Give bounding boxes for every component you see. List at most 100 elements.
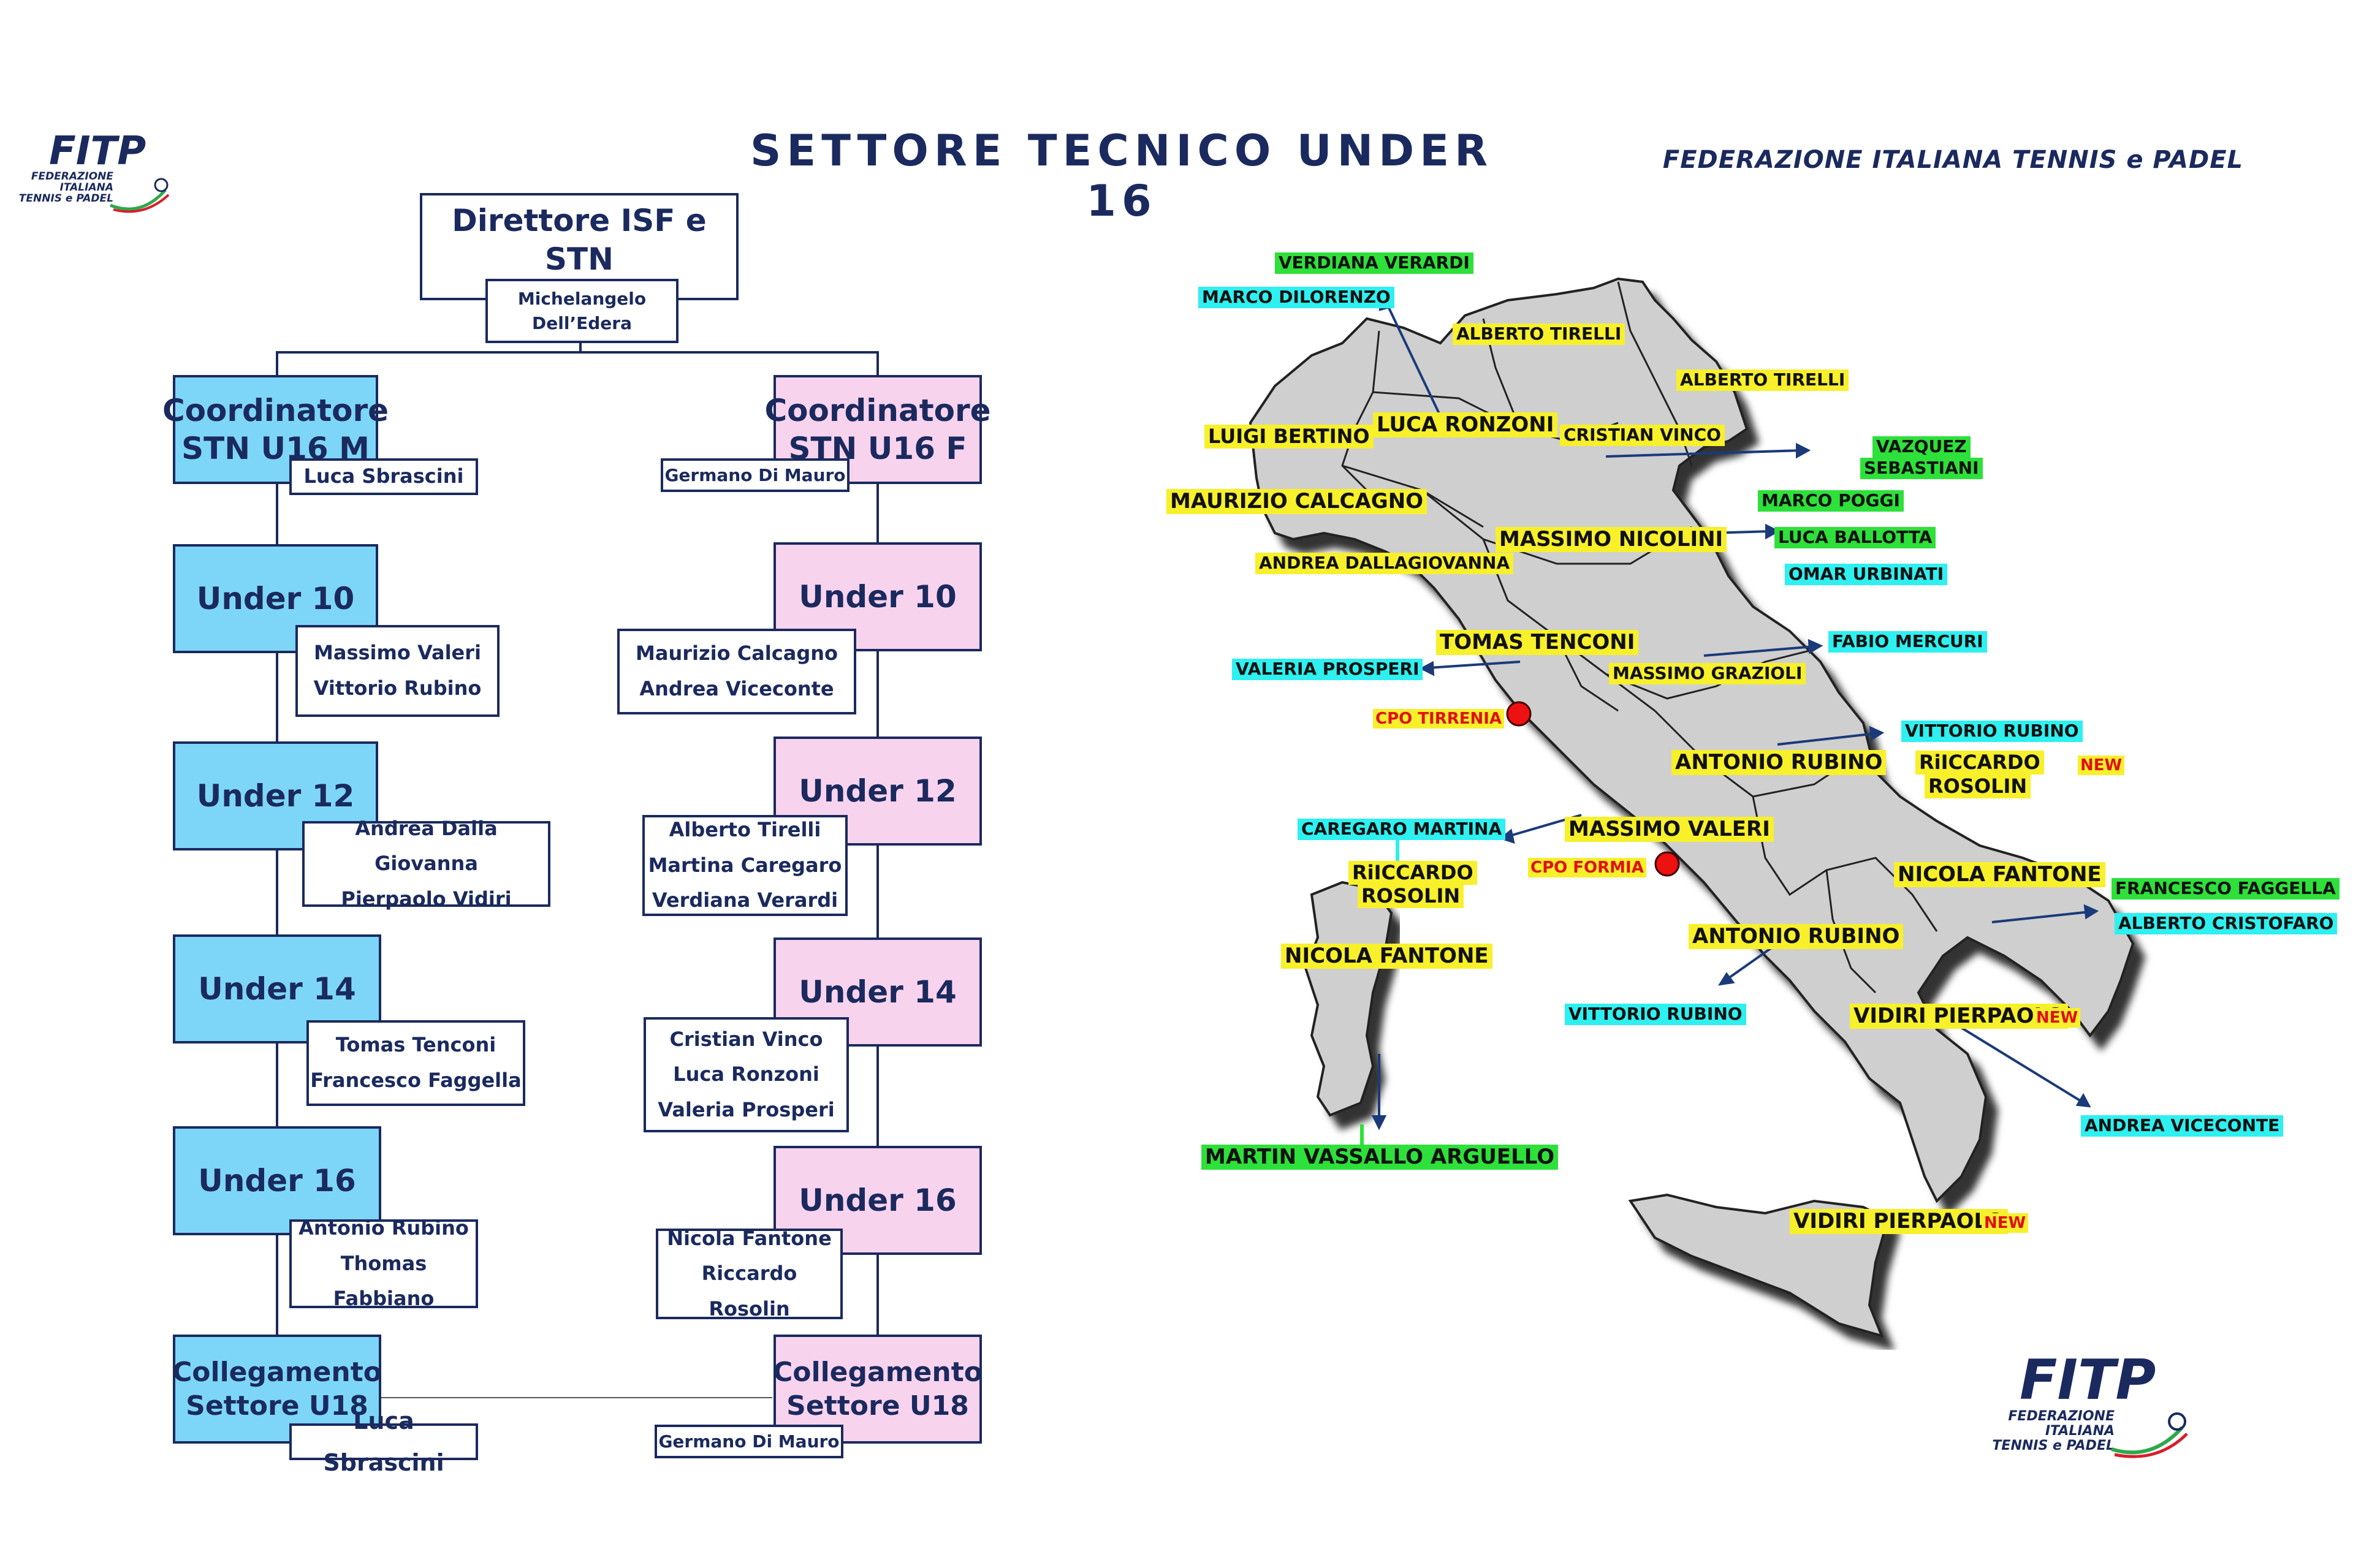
male-u16-names: Antonio Rubino Thomas Fabbiano (289, 1216, 478, 1310)
male-link-line2: Settore U18 (186, 1390, 368, 1422)
map-label: LUCA BALLOTTA (1774, 527, 1936, 548)
map-label: NICOLA FANTONE (1894, 862, 2105, 888)
director-name-line1: Michelangelo (517, 289, 647, 309)
fitp-logo-bottom: FITP FEDERAZIONE ITALIANA TENNIS e PADEL (1961, 1348, 2194, 1458)
logo-line2: ITALIANA (59, 181, 113, 194)
italy-mainland (1249, 277, 2135, 1203)
logo-mark-bottom: FITP (2020, 1348, 2156, 1412)
coach-name: Nicola Fantone (667, 1226, 832, 1250)
coach-name: Martina Caregaro (648, 853, 842, 877)
tennis-swoosh-icon (110, 178, 170, 213)
map-label: SEBASTIANI (1860, 458, 1983, 479)
map-label: MASSIMO NICOLINI (1496, 527, 1727, 553)
map-label: FABIO MERCURI (1828, 631, 1987, 653)
new-badge: NEW (2034, 1008, 2081, 1028)
director-name-line2: Dell’Edera (532, 312, 632, 333)
connector (380, 1397, 772, 1398)
coach-name: Maurizio Calcagno (636, 642, 838, 665)
cpo-label: CPO FORMIA (1528, 858, 1646, 877)
logo-line2-bottom: ITALIANA (2045, 1423, 2115, 1439)
map-label: ROSOLIN (1358, 884, 1464, 909)
map-label: VITTORIO RUBINO (1901, 721, 2083, 742)
coordinator-f-name-box: Germano Di Mauro (661, 458, 850, 492)
map-label: ANTONIO RUBINO (1671, 750, 1887, 776)
map-label: MASSIMO VALERI (1565, 817, 1774, 843)
map-label: ALBERTO TIRELLI (1676, 369, 1849, 391)
map-label: ALBERTO TIRELLI (1453, 324, 1625, 345)
coach-name: Andrea Dalla Giovanna (355, 816, 498, 876)
male-link-name-box: Luca Sbrascini (289, 1407, 478, 1476)
coach-name: Andrea Viceconte (639, 677, 834, 700)
coach-name: Massimo Valeri (314, 641, 481, 665)
coach-name: Riccardo Rosolin (701, 1262, 797, 1320)
coach-name: Cristian Vinco (669, 1027, 823, 1051)
female-u10-label: Under 10 (799, 578, 957, 615)
female-u12-label: Under 12 (799, 773, 957, 809)
director-title-line1: Direttore ISF e STN (452, 203, 707, 277)
male-u10-names: Massimo Valeri Vittorio Rubino (295, 625, 500, 717)
tennis-swoosh-icon (2111, 1412, 2188, 1458)
male-u16-label: Under 16 (198, 1162, 356, 1199)
connector (579, 340, 582, 352)
male-u10-label: Under 10 (196, 580, 355, 616)
female-link-name: Germano Di Mauro (658, 1431, 840, 1452)
male-u16-box: Under 16 (173, 1126, 381, 1235)
map-label: VIDIRI PIERPAOLO (1790, 1209, 2008, 1235)
female-u14-box: Under 14 (774, 937, 982, 1047)
logo-line1: FEDERAZIONE (31, 170, 113, 183)
page-title: SETTORE TECNICO UNDER 16 (750, 126, 1493, 226)
coordinator-m-name: Luca Sbrascini (303, 464, 464, 488)
male-u12-label: Under 12 (196, 778, 355, 814)
cpo-formia-marker (1654, 851, 1680, 877)
map-label: MASSIMO GRAZIOLI (1609, 663, 1806, 684)
connector (276, 351, 278, 377)
male-u14-label: Under 14 (198, 971, 356, 1007)
map-label: RiICCARDO (1915, 751, 2044, 775)
female-u14-names: Cristian Vinco Luca Ronzoni Valeria Pros… (644, 1017, 849, 1132)
coordinator-f-line1: Coordinatore (764, 392, 991, 428)
new-badge: NEW (2078, 756, 2125, 775)
coach-name: Tomas Tenconi (335, 1033, 496, 1057)
logo-mark: FITP (49, 129, 146, 174)
map-label: FRANCESCO FAGGELLA (2112, 878, 2340, 900)
logo-line3: TENNIS e PADEL (18, 192, 113, 205)
logo-line1-bottom: FEDERAZIONE (2008, 1409, 2115, 1424)
female-u16-label: Under 16 (799, 1182, 957, 1218)
map-label: LUIGI BERTINO (1204, 425, 1374, 449)
female-link-name-box: Germano Di Mauro (655, 1425, 843, 1458)
map-label: MARCO DILORENZO (1198, 287, 1394, 308)
female-u10-names: Maurizio Calcagno Andrea Viceconte (617, 629, 856, 714)
map-label: RiICCARDO (1348, 861, 1477, 885)
connector (876, 351, 879, 377)
connector (276, 484, 278, 1342)
coordinator-m-line1: Coordinatore (162, 392, 389, 428)
map-label: VALERIA PROSPERI (1232, 659, 1423, 680)
female-link-line2: Settore U18 (786, 1390, 969, 1422)
coach-name: Alberto Tirelli (669, 818, 821, 842)
map-label: CRISTIAN VINCO (1560, 425, 1725, 446)
coach-name: Valeria Prosperi (658, 1097, 835, 1121)
male-u14-names: Tomas Tenconi Francesco Faggella (306, 1020, 525, 1106)
connector (876, 481, 879, 1342)
coach-name: Antonio Rubino (298, 1216, 469, 1240)
map-label: VAZQUEZ (1872, 436, 1971, 458)
female-u14-label: Under 14 (799, 974, 957, 1010)
map-label: LUCA RONZONI (1373, 412, 1558, 438)
map-label: MARTIN VASSALLO ARGUELLO (1201, 1145, 1559, 1170)
female-u12-names: Alberto Tirelli Martina Caregaro Verdian… (642, 815, 848, 916)
male-u12-names: Andrea Dalla Giovanna Pierpaolo Vidiri (302, 817, 550, 911)
coach-name: Vittorio Rubino (313, 676, 482, 700)
federation-name: FEDERAZIONE ITALIANA TENNIS e PADEL (1662, 146, 2243, 174)
coach-name: Verdiana Verardi (652, 888, 838, 912)
male-link-name: Luca Sbrascini (323, 1407, 444, 1476)
female-link-line1: Collegamento (773, 1357, 983, 1388)
logo-line3-bottom: TENNIS e PADEL (1992, 1438, 2115, 1453)
coach-name: Francesco Faggella (310, 1069, 522, 1092)
fitp-logo-top: FITP FEDERAZIONE ITALIANA TENNIS e PADEL (15, 129, 175, 214)
map-label: TOMAS TENCONI (1436, 630, 1639, 656)
map-label: CAREGARO MARTINA (1298, 819, 1506, 840)
new-badge: NEW (1982, 1213, 2029, 1233)
connector (276, 351, 879, 354)
coach-name: Pierpaolo Vidiri (341, 887, 512, 911)
map-label: VITTORIO RUBINO (1565, 1004, 1746, 1025)
